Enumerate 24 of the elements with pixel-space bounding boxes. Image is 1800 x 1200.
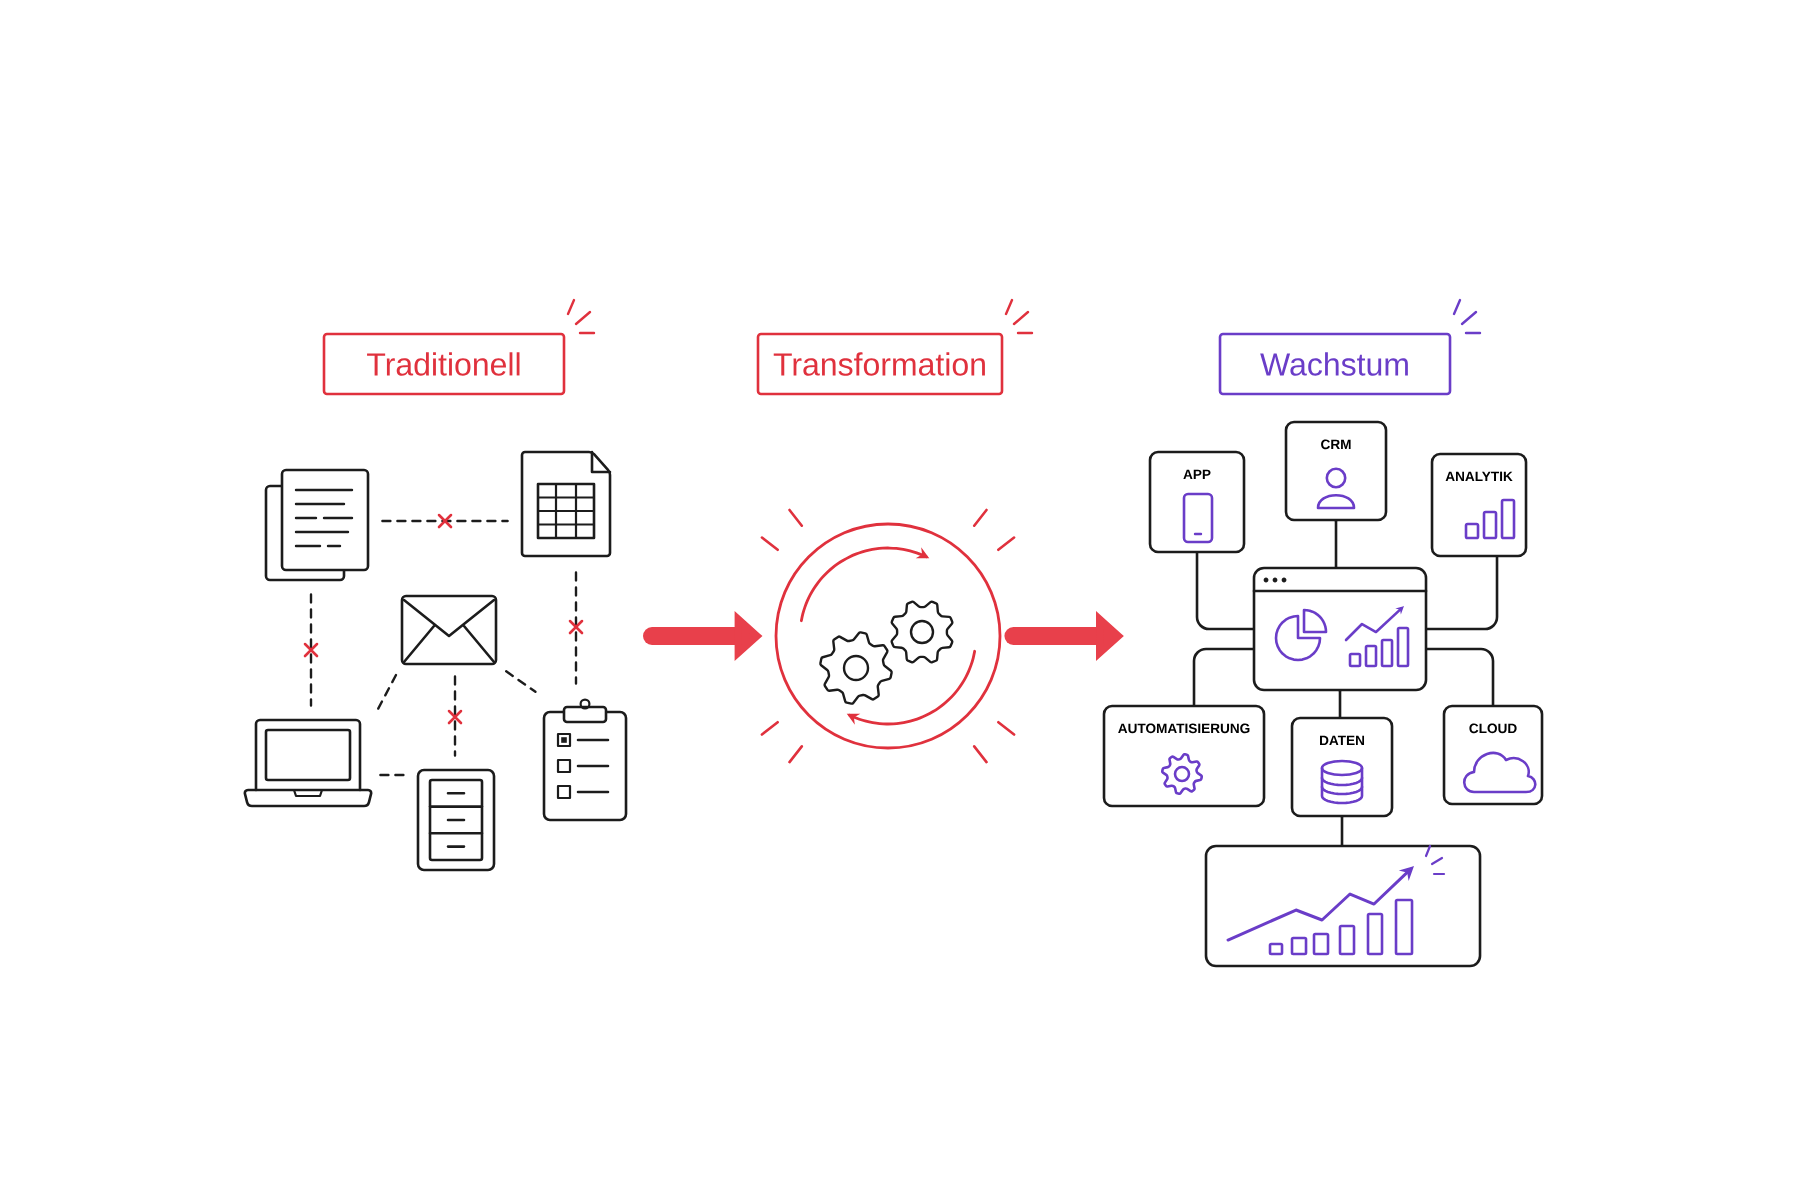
- connector-line: [1338, 690, 1342, 718]
- connector-line: [1426, 556, 1499, 631]
- laptop-icon: [243, 718, 373, 808]
- dashed-line: [574, 571, 578, 685]
- dashboard-window: [1252, 566, 1428, 692]
- dashed-line: [505, 670, 537, 694]
- dashed-line: [453, 675, 457, 757]
- connector-line: [1192, 647, 1254, 706]
- connector-line: [1340, 816, 1344, 846]
- heading-tag: Transformation: [756, 332, 1004, 396]
- connector-line: [1334, 520, 1338, 568]
- documents-icon: [264, 468, 370, 582]
- dashed-line: [381, 519, 509, 523]
- heading-tag: Wachstum: [1218, 332, 1452, 396]
- heading-tag: Traditionell: [322, 332, 566, 396]
- envelope-icon: [400, 594, 498, 666]
- dashed-line: [375, 673, 398, 712]
- chart-panel: [1204, 844, 1482, 968]
- connector-line: [1195, 552, 1254, 631]
- dashed-line: [309, 593, 313, 707]
- connector-line: [1426, 647, 1495, 706]
- clipboard-icon: [542, 698, 628, 822]
- spreadsheet-icon: [520, 450, 612, 558]
- file-cabinet-icon: [416, 768, 496, 872]
